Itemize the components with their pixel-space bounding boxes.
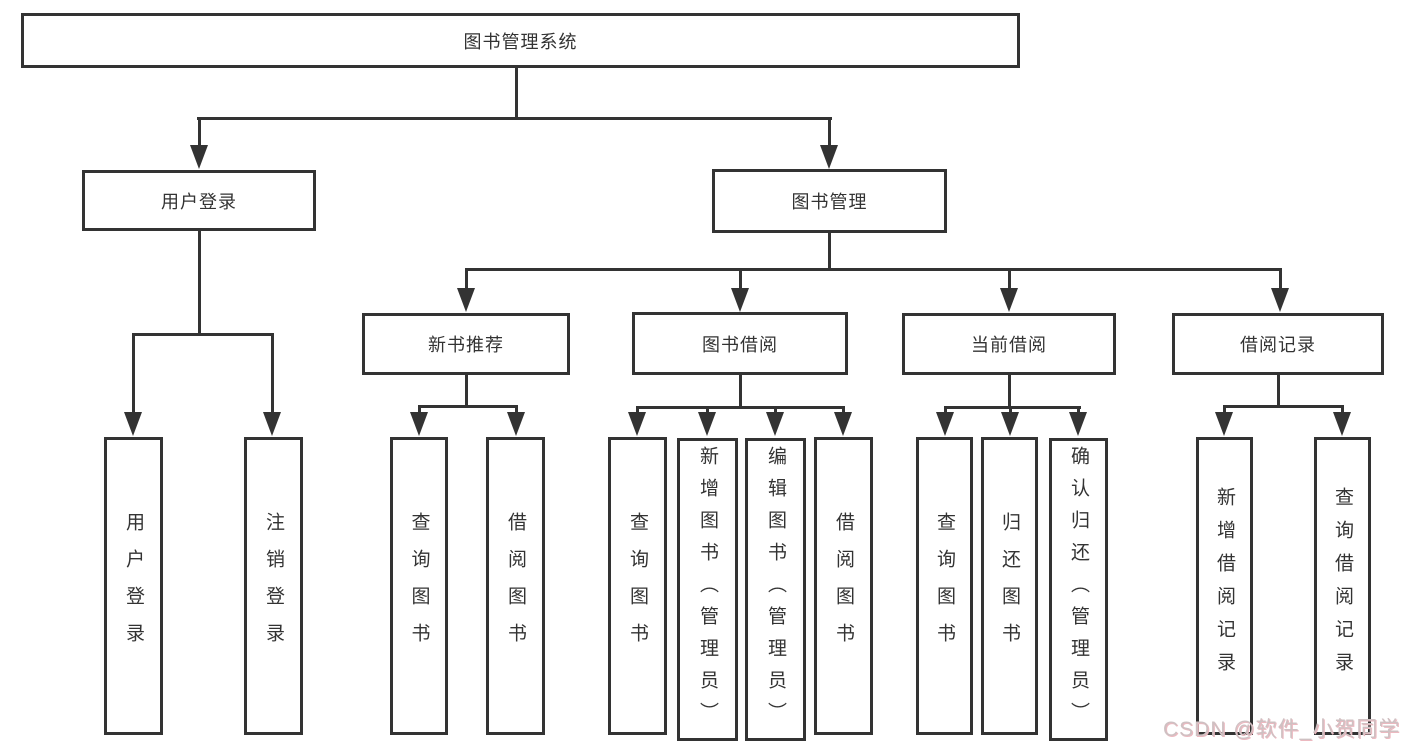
node-label: 借阅图书 — [833, 512, 854, 660]
connector-line — [1009, 406, 1012, 414]
connector-line — [739, 268, 742, 289]
node-label: 查询图书 — [408, 512, 430, 660]
node-label: 借阅记录 — [1240, 335, 1316, 355]
connector-line — [828, 233, 831, 270]
connector-line — [1077, 406, 1080, 414]
watermark: CSDN @软件_小贺同学 — [1163, 718, 1401, 741]
node-new-book-recommendation: 新书推荐 — [362, 313, 570, 375]
connector-line — [515, 405, 518, 414]
leaf-query-books-borrowing: 查询图书 — [608, 437, 667, 735]
leaf-return-books: 归还图书 — [981, 437, 1038, 735]
arrow-down-icon — [698, 412, 716, 436]
connector-line — [1008, 268, 1011, 289]
node-label: 注销登录 — [263, 512, 284, 660]
node-book-management: 图书管理 — [712, 169, 947, 233]
leaf-logout: 注销登录 — [244, 437, 303, 735]
leaf-user-login: 用户登录 — [104, 437, 163, 735]
connector-line — [1223, 405, 1344, 408]
connector-line — [1277, 375, 1280, 407]
connector-line — [944, 406, 947, 414]
arrow-down-icon — [1001, 412, 1019, 436]
connector-line — [774, 406, 777, 414]
arrow-down-icon — [263, 412, 281, 436]
arrow-down-icon — [190, 145, 208, 169]
connector-line — [828, 117, 831, 145]
node-label: 查询借阅记录 — [1332, 487, 1353, 685]
arrow-down-icon — [628, 412, 646, 436]
node-borrowing-records: 借阅记录 — [1172, 313, 1384, 375]
arrow-down-icon — [1271, 288, 1289, 312]
arrow-down-icon — [1333, 412, 1351, 436]
leaf-confirm-return-admin: 确认归还（管理员） — [1049, 438, 1108, 741]
node-label: 用户登录 — [123, 512, 144, 660]
connector-line — [1223, 405, 1226, 414]
node-label: 查询图书 — [627, 512, 648, 660]
leaf-borrow-books-recommend: 借阅图书 — [486, 437, 545, 735]
leaf-borrow-books-borrowing: 借阅图书 — [814, 437, 873, 735]
connector-line — [739, 375, 742, 408]
node-label: 用户登录 — [161, 191, 237, 212]
leaf-query-books-current: 查询图书 — [916, 437, 973, 735]
node-label: 当前借阅 — [971, 335, 1047, 355]
leaf-edit-books-admin: 编辑图书（管理员） — [745, 438, 806, 741]
connector-line — [465, 375, 468, 407]
node-label: 新书推荐 — [428, 335, 504, 355]
connector-line — [418, 405, 421, 414]
arrow-down-icon — [124, 412, 142, 436]
connector-line — [465, 268, 468, 289]
connector-line — [198, 117, 201, 145]
arrow-down-icon — [1215, 412, 1233, 436]
connector-line — [132, 333, 274, 336]
node-label: 新增图书（管理员） — [697, 445, 718, 734]
node-label: 查询图书 — [934, 512, 955, 660]
connector-line — [1279, 268, 1282, 289]
node-current-borrowing: 当前借阅 — [902, 313, 1116, 375]
node-label: 图书管理 — [791, 192, 868, 212]
connector-line — [418, 405, 518, 408]
arrow-down-icon — [834, 412, 852, 436]
arrow-down-icon — [936, 412, 954, 436]
node-label: 图书借阅 — [702, 334, 778, 355]
connector-line — [132, 333, 135, 413]
connector-line — [1341, 405, 1344, 414]
arrow-down-icon — [766, 412, 784, 436]
leaf-add-books-admin: 新增图书（管理员） — [677, 438, 738, 741]
node-book-borrowing: 图书借阅 — [632, 312, 848, 375]
leaf-add-borrow-record: 新增借阅记录 — [1196, 437, 1253, 735]
connector-line — [197, 117, 832, 120]
connector-line — [515, 67, 518, 118]
leaf-query-borrow-record: 查询借阅记录 — [1314, 437, 1371, 735]
arrow-down-icon — [1069, 412, 1087, 436]
connector-line — [465, 268, 1282, 271]
arrow-down-icon — [731, 288, 749, 312]
arrow-down-icon — [507, 412, 525, 436]
connector-line — [842, 406, 845, 414]
connector-line — [271, 333, 274, 413]
arrow-down-icon — [1000, 288, 1018, 312]
node-label: 新增借阅记录 — [1214, 487, 1235, 685]
arrow-down-icon — [820, 145, 838, 169]
connector-line — [636, 406, 639, 414]
node-label: 编辑图书（管理员） — [765, 445, 786, 734]
connector-line — [1008, 375, 1011, 408]
node-label: 图书管理系统 — [463, 31, 578, 52]
node-library-management-system: 图书管理系统 — [21, 13, 1020, 68]
connector-line — [706, 406, 709, 414]
arrow-down-icon — [457, 288, 475, 312]
node-label: 确认归还（管理员） — [1068, 445, 1089, 734]
connector-line — [198, 231, 201, 334]
connector-line — [636, 406, 845, 409]
arrow-down-icon — [410, 412, 428, 436]
node-label: 归还图书 — [999, 512, 1020, 660]
connector-line — [944, 406, 1081, 409]
node-user-login: 用户登录 — [82, 170, 316, 231]
leaf-query-books-recommend: 查询图书 — [390, 437, 448, 735]
node-label: 借阅图书 — [505, 512, 526, 660]
